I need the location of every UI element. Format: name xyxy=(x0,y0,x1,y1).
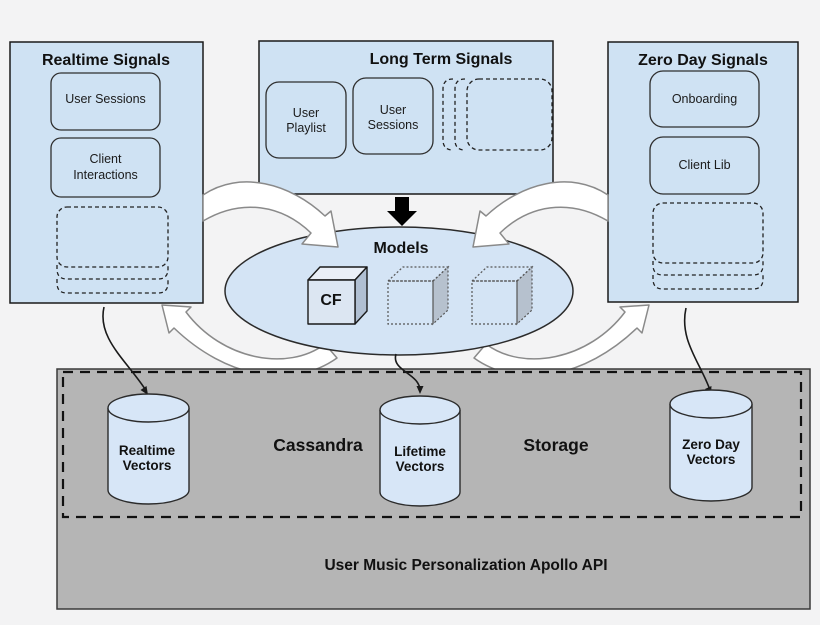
lifetime-vectors-cylinder: Lifetime Vectors xyxy=(379,395,461,507)
cylinder-body xyxy=(669,404,753,502)
realtime-vectors-label-line2: Vectors xyxy=(123,458,172,473)
models-group: Models CF xyxy=(224,226,574,356)
cylinder-top xyxy=(669,389,753,419)
zeroday-to-models-arrow xyxy=(472,181,609,248)
cf-cube-label: CF xyxy=(320,292,342,309)
zero-day-vectors-label-line2: Vectors xyxy=(687,452,736,467)
zeroday-to-storage-arrow xyxy=(683,307,711,391)
placeholder-cube-1 xyxy=(386,265,450,326)
storage-write-arrows xyxy=(102,306,712,395)
zero-day-vectors-label-line1: Zero Day xyxy=(682,437,740,452)
long-term-signals-title: Long Term Signals xyxy=(370,51,513,68)
onboarding-node xyxy=(649,70,760,128)
cylinder-top xyxy=(379,395,461,425)
cf-cube: CF xyxy=(307,266,368,325)
placeholder-stack xyxy=(466,78,553,151)
client-interactions-label-line1: Client xyxy=(90,152,122,166)
user-playlist-label-line2: Playlist xyxy=(286,121,326,135)
user-sessions-node xyxy=(50,72,161,131)
zero-day-vectors-cylinder: Zero Day Vectors xyxy=(669,389,753,502)
zero-day-signals-panel: Zero Day Signals Onboarding Client Lib xyxy=(607,41,799,303)
long-term-signals-panel: Long Term Signals User Playlist User Ses… xyxy=(258,40,554,195)
lifetime-vectors-label-line1: Lifetime xyxy=(394,444,446,459)
cylinder-body xyxy=(107,408,190,505)
user-sessions-label: User Sessions xyxy=(65,92,146,106)
realtime-vectors-cylinder: Realtime Vectors xyxy=(107,393,190,505)
placeholder-stack-lip xyxy=(454,78,466,151)
placeholder-stack-lip xyxy=(56,279,169,294)
placeholder-stack-lip xyxy=(652,261,764,276)
placeholder-stack-lip xyxy=(652,275,764,290)
client-lib-label: Client Lib xyxy=(678,158,730,172)
placeholder-stack-lip xyxy=(442,78,454,151)
zero-day-signals-title: Zero Day Signals xyxy=(638,52,768,69)
models-to-storage-arrowhead xyxy=(416,386,424,394)
placeholder-cube-2 xyxy=(470,265,534,326)
realtime-to-storage-arrowhead xyxy=(140,386,148,395)
cylinder-top xyxy=(107,393,190,423)
client-interactions-label-line2: Interactions xyxy=(73,168,138,182)
user-sessions-longterm-node xyxy=(352,77,434,155)
realtime-signals-panel: Realtime Signals User Sessions Client In… xyxy=(9,41,204,304)
lifetime-vectors-label-line2: Vectors xyxy=(396,459,445,474)
placeholder-stack-lip xyxy=(56,265,169,280)
realtime-to-models-arrow xyxy=(202,181,339,248)
client-lib-node xyxy=(649,136,760,195)
client-interactions-node xyxy=(50,137,161,198)
user-sessions-longterm-label-line1: User xyxy=(380,103,406,117)
realtime-to-storage-arrow xyxy=(102,306,146,390)
models-title: Models xyxy=(373,240,428,257)
longterm-to-models-arrow xyxy=(387,197,417,226)
user-playlist-node xyxy=(265,81,347,159)
realtime-signals-title: Realtime Signals xyxy=(42,52,170,69)
cylinder-body xyxy=(379,410,461,507)
onboarding-label: Onboarding xyxy=(672,92,737,106)
user-sessions-longterm-label-line2: Sessions xyxy=(368,118,419,132)
realtime-vectors-label-line1: Realtime xyxy=(119,443,176,458)
cassandra-label: Cassandra xyxy=(273,435,363,455)
user-playlist-label-line1: User xyxy=(293,106,319,120)
cf-cube-front xyxy=(307,279,356,325)
placeholder-stack xyxy=(652,202,764,264)
placeholder-stack xyxy=(56,206,169,268)
apollo-api-label: User Music Personalization Apollo API xyxy=(324,557,607,574)
storage-label: Storage xyxy=(523,435,588,455)
